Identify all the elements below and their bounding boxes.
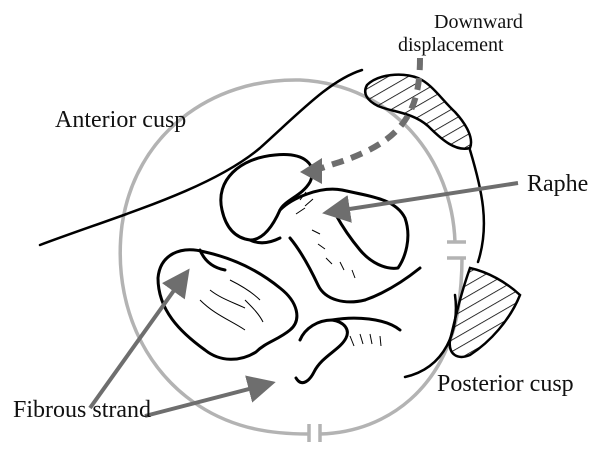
posterior-cusp-label: Posterior cusp — [437, 371, 574, 397]
annulus-ring — [120, 80, 462, 434]
fibrous-strand-arrow-upper — [90, 275, 185, 408]
posterior-cusp-fibers — [350, 334, 381, 346]
posterior-cusp-outline — [296, 318, 400, 383]
raphe-pointer-arrow — [330, 183, 518, 212]
raphe-label: Raphe — [527, 171, 588, 197]
left-cusp-fibers — [200, 280, 263, 330]
anterior-cusp-label: Anterior cusp — [55, 107, 186, 133]
downward-displacement-label-line2: displacement — [398, 34, 504, 56]
left-cusp — [158, 250, 297, 359]
raphe-fibers — [296, 192, 355, 278]
fibrous-strand-label: Fibrous strand — [13, 397, 151, 423]
downward-displacement-label-line1: Downward — [434, 11, 523, 33]
ring-gap-markers — [309, 242, 466, 442]
